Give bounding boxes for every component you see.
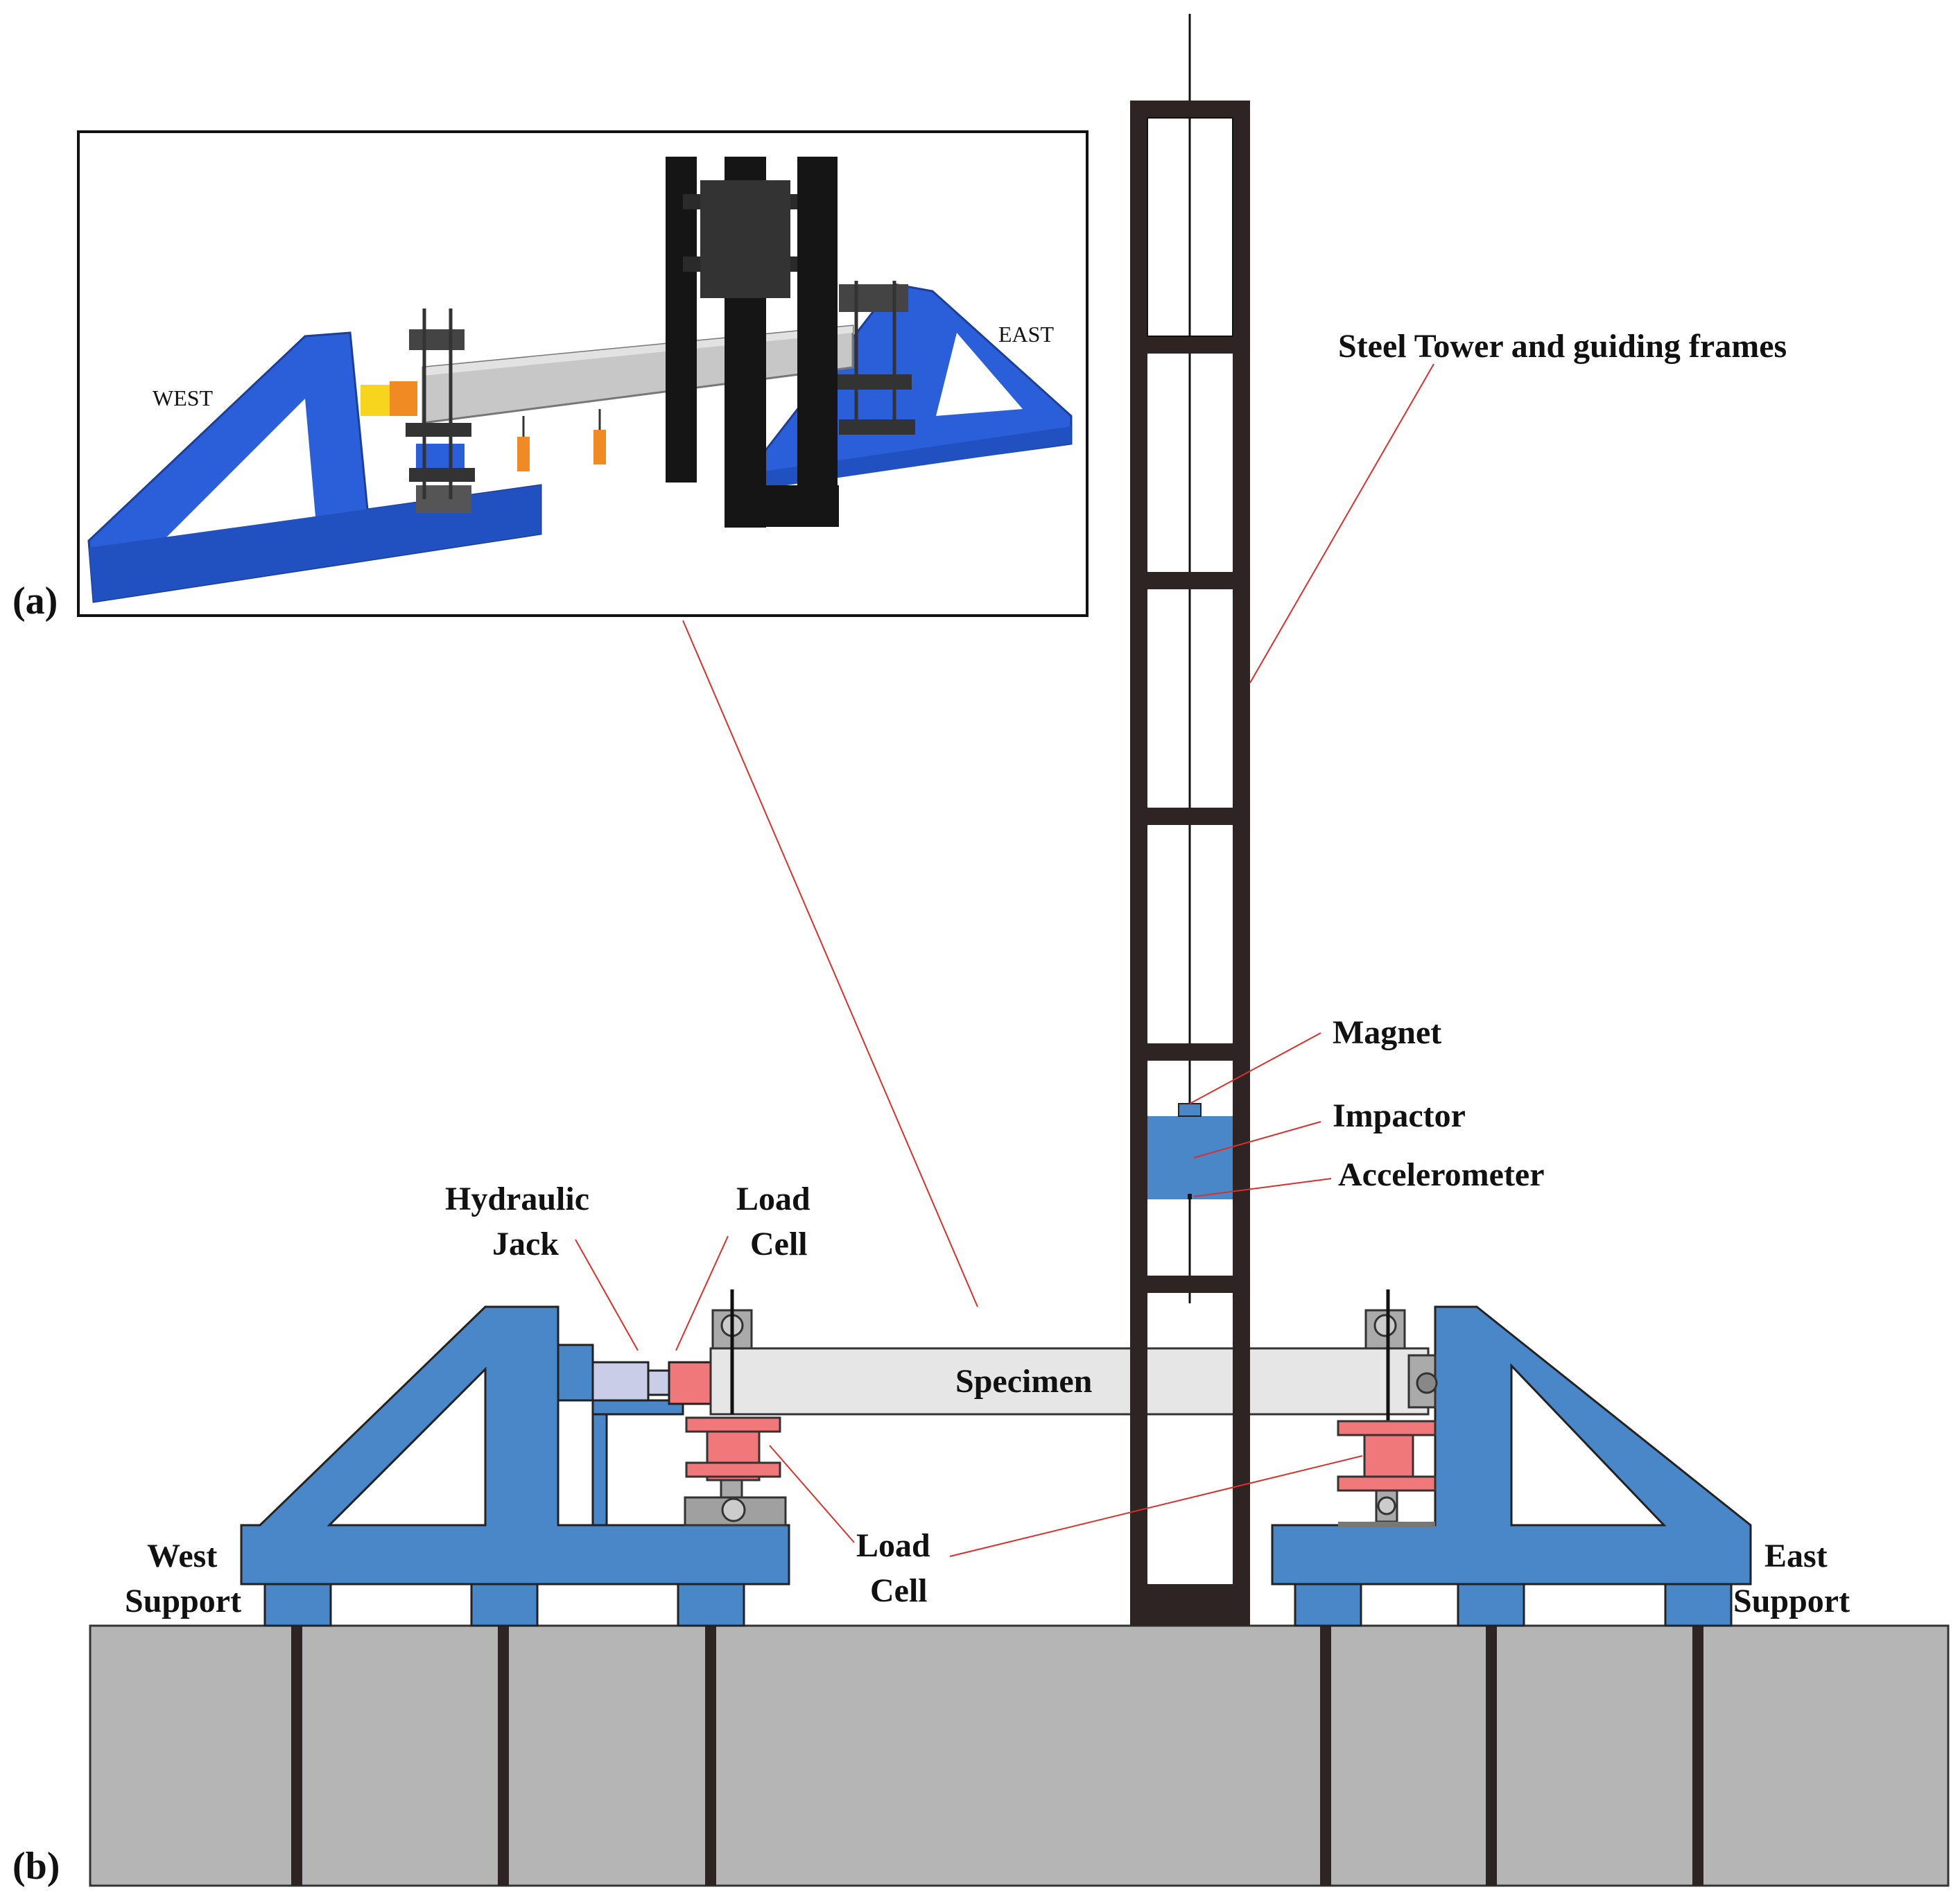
west-support-feet xyxy=(263,1583,745,1627)
label-east-support-1: East xyxy=(1764,1538,1828,1574)
inset-west-bearing xyxy=(406,309,475,513)
load-cell-axial xyxy=(668,1361,712,1405)
inset-west-frame xyxy=(87,331,542,603)
east-support-feet xyxy=(1294,1583,1733,1627)
label-steel-tower: Steel Tower and guiding frames xyxy=(1338,328,1787,365)
inset-load-cell xyxy=(390,381,417,416)
inset-east-bearing xyxy=(835,281,915,435)
label-west-support-1: West xyxy=(147,1538,217,1574)
label-magnet: Magnet xyxy=(1333,1014,1441,1051)
label-impactor: Impactor xyxy=(1333,1097,1466,1134)
label-load-cell-bottom-2: Cell xyxy=(870,1572,928,1609)
label-load-cell-bottom-1: Load xyxy=(856,1527,930,1564)
inset-label-west: WEST xyxy=(153,385,214,410)
label-hydraulic-jack-2: Jack xyxy=(492,1226,559,1262)
west-bearing-assembly xyxy=(684,1289,787,1527)
inset-guiding-tower xyxy=(666,157,839,528)
impactor xyxy=(1147,1116,1233,1199)
inset-3d-view: WEST EAST xyxy=(77,130,1089,617)
west-support xyxy=(240,1305,790,1627)
leader-lines xyxy=(575,363,1434,1557)
inset-label-east: EAST xyxy=(998,322,1054,347)
panel-label-a: (a) xyxy=(12,580,58,623)
label-specimen: Specimen xyxy=(955,1363,1092,1400)
label-load-cell-top-1: Load xyxy=(736,1181,810,1217)
magnet xyxy=(1178,1103,1202,1117)
inset-hydraulic-jack xyxy=(361,385,392,416)
strong-floor xyxy=(89,1624,1950,1887)
panel-label-b: (b) xyxy=(12,1845,60,1888)
accelerometer xyxy=(1188,1194,1192,1199)
label-load-cell-top-2: Cell xyxy=(750,1226,808,1262)
inset-east-frame xyxy=(761,283,1073,489)
east-support xyxy=(1271,1305,1752,1627)
label-west-support-2: Support xyxy=(125,1583,241,1619)
load-cell-east-bearing xyxy=(1337,1420,1437,1436)
hydraulic-jack xyxy=(591,1361,650,1402)
steel-tower xyxy=(1130,14,1250,1626)
east-bearing-assembly xyxy=(1337,1289,1438,1527)
label-hydraulic-jack-1: Hydraulic xyxy=(445,1181,589,1217)
label-east-support-2: Support xyxy=(1733,1583,1850,1619)
load-cell-west-bearing xyxy=(685,1416,781,1433)
label-accelerometer: Accelerometer xyxy=(1338,1156,1545,1193)
floor-anchor-rods xyxy=(291,1584,1703,1886)
